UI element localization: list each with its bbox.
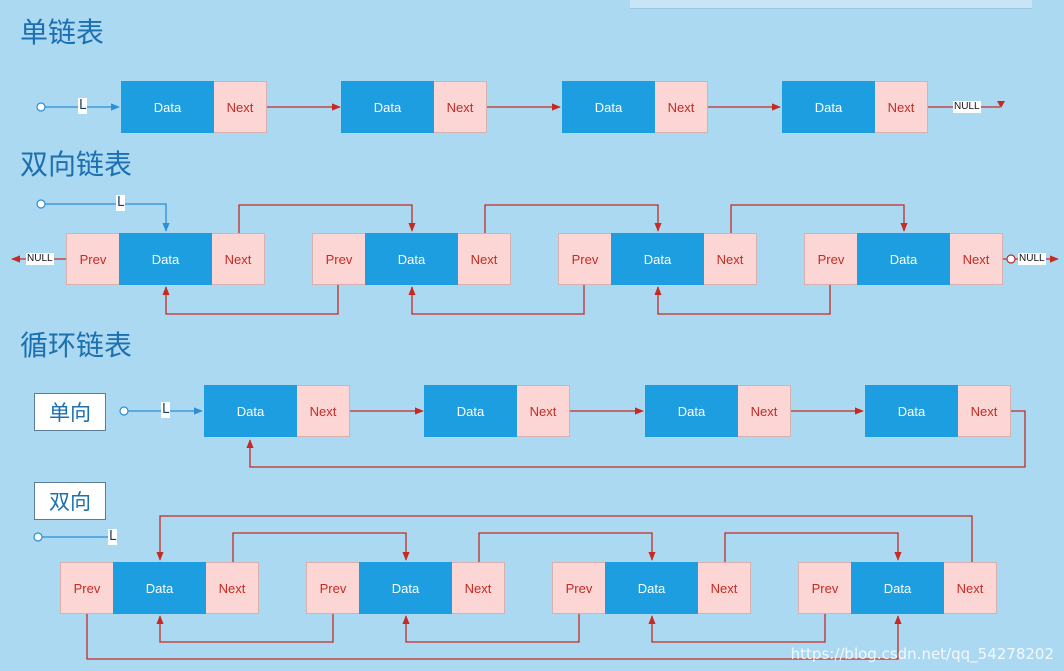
data-field: Data bbox=[341, 81, 434, 133]
title-singly-linked-list: 单链表 bbox=[20, 16, 105, 49]
list-node: Prev Data Next bbox=[804, 233, 1003, 285]
prev-field: Prev bbox=[312, 233, 365, 285]
next-field: Next bbox=[452, 562, 505, 614]
data-field: Data bbox=[851, 562, 944, 614]
prev-field: Prev bbox=[558, 233, 611, 285]
next-field: Next bbox=[212, 233, 265, 285]
prev-field: Prev bbox=[552, 562, 605, 614]
data-field: Data bbox=[865, 385, 958, 437]
list-node: Data Next bbox=[424, 385, 570, 437]
data-field: Data bbox=[119, 233, 212, 285]
null-label: NULL bbox=[26, 253, 54, 265]
list-node: Prev Data Next bbox=[312, 233, 511, 285]
circular-two-way-links bbox=[38, 515, 973, 660]
prev-field: Prev bbox=[60, 562, 113, 614]
next-field: Next bbox=[434, 81, 487, 133]
next-field: Next bbox=[738, 385, 791, 437]
title-circular-linked-list: 循环链表 bbox=[20, 329, 133, 362]
null-label: NULL bbox=[953, 101, 981, 113]
prev-field: Prev bbox=[66, 233, 119, 285]
head-pointer-label: L bbox=[78, 98, 88, 114]
next-field: Next bbox=[206, 562, 259, 614]
data-field: Data bbox=[424, 385, 517, 437]
list-node: Data Next bbox=[341, 81, 487, 133]
list-node: Prev Data Next bbox=[558, 233, 757, 285]
list-node: Prev Data Next bbox=[66, 233, 265, 285]
list-node: Data Next bbox=[121, 81, 267, 133]
next-field: Next bbox=[958, 385, 1011, 437]
next-field: Next bbox=[698, 562, 751, 614]
next-field: Next bbox=[944, 562, 997, 614]
head-pointer-label: L bbox=[116, 195, 126, 211]
list-node: Data Next bbox=[562, 81, 708, 133]
data-field: Data bbox=[562, 81, 655, 133]
list-node: Prev Data Next bbox=[60, 562, 259, 614]
list-node: Data Next bbox=[645, 385, 791, 437]
prev-field: Prev bbox=[306, 562, 359, 614]
list-node: Prev Data Next bbox=[306, 562, 505, 614]
next-field: Next bbox=[297, 385, 350, 437]
prev-field: Prev bbox=[804, 233, 857, 285]
title-doubly-linked-list: 双向链表 bbox=[20, 148, 133, 181]
data-field: Data bbox=[611, 233, 704, 285]
next-field: Next bbox=[704, 233, 757, 285]
next-field: Next bbox=[214, 81, 267, 133]
data-field: Data bbox=[204, 385, 297, 437]
list-node: Prev Data Next bbox=[552, 562, 751, 614]
next-field: Next bbox=[655, 81, 708, 133]
next-field: Next bbox=[875, 81, 928, 133]
watermark: https://blog.csdn.net/qq_54278202 bbox=[790, 645, 1054, 663]
data-field: Data bbox=[359, 562, 452, 614]
data-field: Data bbox=[113, 562, 206, 614]
data-field: Data bbox=[605, 562, 698, 614]
next-field: Next bbox=[950, 233, 1003, 285]
null-label: NULL bbox=[1018, 253, 1046, 265]
data-field: Data bbox=[857, 233, 950, 285]
next-field: Next bbox=[517, 385, 570, 437]
next-field: Next bbox=[458, 233, 511, 285]
subtitle-two-way: 双向 bbox=[34, 482, 106, 520]
subtitle-one-way: 单向 bbox=[34, 393, 106, 431]
data-field: Data bbox=[645, 385, 738, 437]
data-field: Data bbox=[121, 81, 214, 133]
head-pointer-label: L bbox=[108, 529, 118, 545]
list-node: Data Next bbox=[782, 81, 928, 133]
list-node: Prev Data Next bbox=[798, 562, 997, 614]
list-node: Data Next bbox=[204, 385, 350, 437]
list-node: Data Next bbox=[865, 385, 1011, 437]
prev-field: Prev bbox=[798, 562, 851, 614]
window-top-bar bbox=[630, 0, 1032, 9]
data-field: Data bbox=[782, 81, 875, 133]
data-field: Data bbox=[365, 233, 458, 285]
doubly-list-links bbox=[11, 203, 1059, 315]
head-pointer-label: L bbox=[161, 402, 171, 418]
